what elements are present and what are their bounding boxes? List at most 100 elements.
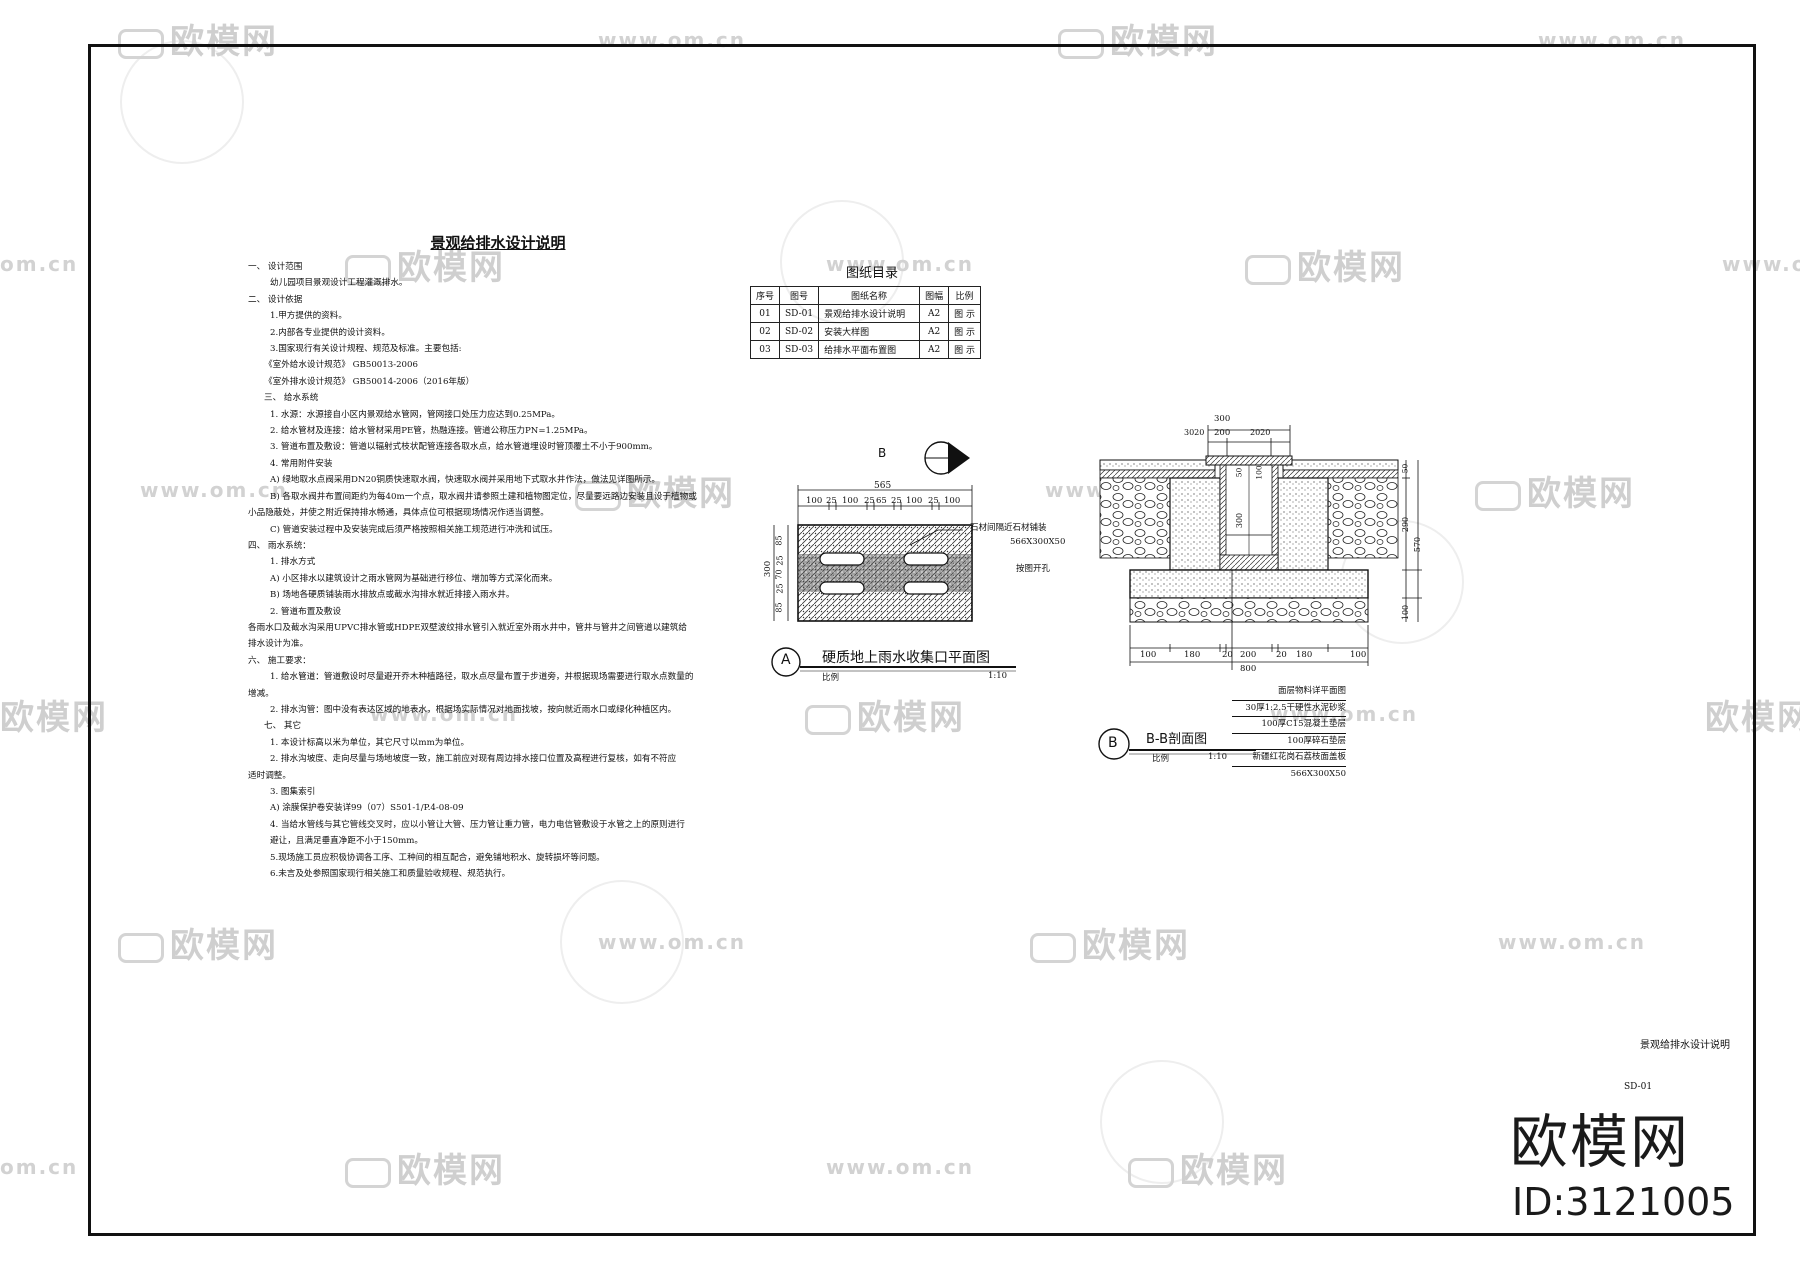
plan-top-dim: 100 xyxy=(842,496,859,506)
table-header-cell: 序号 xyxy=(749,286,781,305)
section-top-sub: 200 xyxy=(1214,428,1231,438)
notes-line: 增减。 xyxy=(248,688,274,699)
table-cell: 03 xyxy=(749,340,781,359)
notes-line: 避让，且满足垂直净距不小于150mm。 xyxy=(270,836,424,847)
section-top-small: 3020 xyxy=(1184,428,1205,437)
notes-line: 幼儿园项目景观设计工程灌溉排水。 xyxy=(270,278,408,289)
table-header-cell: 图幅 xyxy=(919,286,950,305)
table-cell: SD-02 xyxy=(779,322,820,341)
gravel-base xyxy=(1129,597,1369,623)
table-row: 01 SD-01 景观给排水设计说明 A2 图 示 xyxy=(749,304,981,323)
section-bottom-dim: 100 xyxy=(1140,650,1157,660)
table-cell: A2 xyxy=(919,304,950,323)
title-block-number: SD-01 xyxy=(1624,1082,1653,1092)
notes-line: 1. 给水管道：管道敷设时尽量避开乔木种植路径，取水点尽量布置于步道旁，并根据现… xyxy=(270,672,694,683)
notes-line: 4. 当给水管线与其它管线交叉时，应以小管让大管、压力管让重力管，电力电信管敷设… xyxy=(270,819,685,830)
table-header-cell: 图号 xyxy=(779,286,820,305)
table-cell: 图 示 xyxy=(948,340,981,359)
section-title-marker xyxy=(1098,728,1256,760)
notes-line: 四、 雨水系统： xyxy=(248,540,311,551)
plan-scale: 1:10 xyxy=(988,671,1008,681)
notes-line: 1. 排水方式 xyxy=(270,557,316,568)
plan-left-dim: 25 xyxy=(775,583,785,594)
plan-top-dim: 100 xyxy=(806,496,823,506)
layer-note: 566X300X50 xyxy=(1290,768,1346,779)
plan-top-dim: 100 xyxy=(944,496,961,506)
channel-wall-left xyxy=(1169,477,1221,571)
plan-note: 566X300X50 xyxy=(1010,537,1066,547)
table-cell: 02 xyxy=(749,322,781,341)
table-header-row: 序号 图号 图纸名称 图幅 比例 xyxy=(749,286,981,305)
layer-note: 面层物料详平面图 xyxy=(1232,684,1346,701)
drain-slot xyxy=(819,581,865,595)
table-cell: 景观给排水设计说明 xyxy=(818,304,921,323)
notes-line: A) 绿地取水点阀采用DN20铜质快速取水阀，快速取水阀并采用地下式取水井作法，… xyxy=(270,475,660,486)
drain-slot xyxy=(903,552,949,566)
section-bb-drawing xyxy=(1099,425,1422,670)
section-top-total: 300 xyxy=(1214,414,1231,424)
plan-left-dim: 85 xyxy=(774,602,784,613)
table-row: 02 SD-02 安装大样图 A2 图 示 xyxy=(749,322,981,341)
table-cell: 01 xyxy=(749,304,781,323)
notes-line: 2. 排水沟管：图中没有表达区域的地表水，根据场实际情况对地面找坡，按向就近雨水… xyxy=(270,704,677,715)
notes-line: 1. 本设计标高以米为单位，其它尺寸以mm为单位。 xyxy=(270,737,470,748)
table-header-cell: 图纸名称 xyxy=(818,286,921,305)
corner-watermark-logo: 欧模网 xyxy=(1510,1108,1691,1176)
section-marker-letter: B xyxy=(1108,735,1118,751)
table-cell: 安装大样图 xyxy=(818,322,921,341)
section-arrow-icon xyxy=(948,442,970,474)
plan-total-dim: 565 xyxy=(874,481,892,491)
table-cell: A2 xyxy=(919,322,950,341)
notes-title: 景观给排水设计说明 xyxy=(430,234,566,252)
plan-marker-letter: A xyxy=(781,652,791,668)
plan-note: 按图开孔 xyxy=(1016,564,1051,574)
rain-inlet-plan-drawing xyxy=(773,441,973,622)
table-header-cell: 比例 xyxy=(948,286,981,305)
table-cell: A2 xyxy=(919,340,950,359)
notes-line: 各雨水口及截水沟采用UPVC排水管或HDPE双壁波纹排水管引入就近室外雨水井中，… xyxy=(248,622,687,633)
section-bottom-dim: 20 xyxy=(1276,650,1287,660)
table-cell: 图 示 xyxy=(948,304,981,323)
section-bottom-dim: 180 xyxy=(1296,650,1313,660)
plan-left-dim: 70 xyxy=(774,569,784,580)
notes-line: B) 各取水阀井布置间距约为每40m一个点，取水阀井请参照土建和植物图定位，尽量… xyxy=(270,491,697,502)
notes-line: 2. 给水管材及连接：给水管材采用PE管，热融连接。管道公称压力PN=1.25M… xyxy=(270,426,593,437)
section-inner-dim: 50 xyxy=(1234,467,1244,478)
plan-title: 硬质地上雨水收集口平面图 xyxy=(822,650,990,666)
plan-top-dim: 25 xyxy=(891,496,902,506)
section-inner-depth: 300 xyxy=(1235,512,1245,529)
layer-note: 30厚1:2.5干硬性水泥砂浆 xyxy=(1232,701,1346,717)
notes-line: 2. 管道布置及敷设 xyxy=(270,606,342,617)
notes-line: 3. 图集索引 xyxy=(270,787,316,797)
section-scale: 1:10 xyxy=(1208,752,1228,762)
notes-line: 6.未言及处参照国家现行相关施工和质量验收规程、规范执行。 xyxy=(270,869,511,880)
table-row: 03 SD-03 给排水平面布置图 A2 图 示 xyxy=(749,340,981,359)
section-bottom-dim: 20 xyxy=(1222,650,1233,660)
notes-line: 3. 管道布置及敷设：管道以辐射式枝状配管连接各取水点，给水管道埋设时管顶覆土不… xyxy=(270,442,658,453)
table-cell: SD-01 xyxy=(779,304,820,323)
plan-top-dim: 25 xyxy=(826,496,837,506)
section-top-small: 2020 xyxy=(1250,428,1271,437)
notes-line: 2.内部各专业提供的设计资料。 xyxy=(270,327,390,338)
section-right-top: 50 xyxy=(1400,463,1410,474)
section-bottom-dim: 100 xyxy=(1350,650,1367,660)
section-right-dim: 290 xyxy=(1401,516,1411,533)
notes-line: 排水设计为准。 xyxy=(248,639,309,650)
notes-line: A) 小区排水以建筑设计之雨水管网为基础进行移位、增加等方式深化而来。 xyxy=(270,573,558,584)
table-cell: 图 示 xyxy=(948,322,981,341)
notes-line: B) 场地各硬质铺装雨水排放点或截水沟排水就近排接入雨水井。 xyxy=(270,590,515,601)
plan-top-dim: 65 xyxy=(876,496,887,506)
watermark-url: om.cn xyxy=(0,252,79,276)
design-notes: 景观给排水设计说明 一、 设计范围幼儿园项目景观设计工程灌溉排水。二、 设计依据… xyxy=(248,232,698,882)
notes-line: 3.国家现行有关设计规程、规范及标准。主要包括: xyxy=(270,344,462,355)
concrete-base xyxy=(1129,569,1369,599)
notes-line: 1.甲方提供的资料。 xyxy=(270,311,347,322)
layer-note: 新疆红花岗石荔枝面盖板 xyxy=(1232,750,1346,767)
plan-top-dim: 100 xyxy=(906,496,923,506)
notes-line: 2. 排水沟坡度、走向尽量与场地坡度一致，施工前应对现有周边排水接口位置及高程进… xyxy=(270,754,677,765)
section-inner-dim: 100 xyxy=(1254,465,1264,480)
plan-left-dim: 25 xyxy=(775,555,785,566)
table-cell: SD-03 xyxy=(779,340,820,359)
section-scale-label: 比例 xyxy=(1152,754,1170,764)
